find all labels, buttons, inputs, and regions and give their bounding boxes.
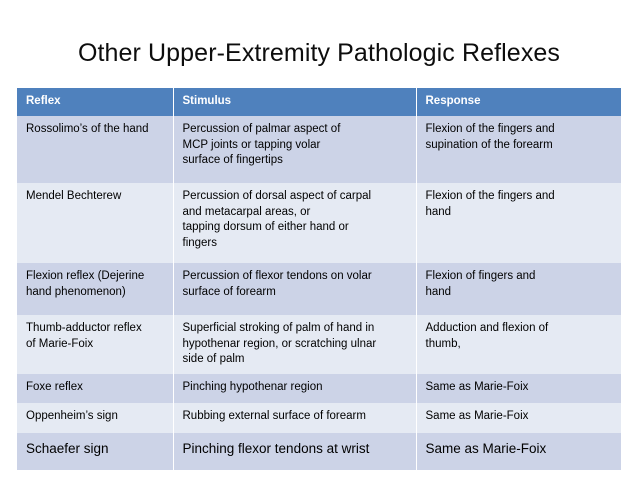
stimulus-text: Percussion of palmar aspect of MCP joint… xyxy=(182,123,341,166)
response-text: Adduction and flexion of thumb, xyxy=(425,322,549,350)
table-row: Schaefer sign Pinching flexor tendons at… xyxy=(17,432,621,470)
reflex-text: Thumb-adductor reflex of Marie-Foix xyxy=(26,322,142,350)
table-row: Rossolimo’s of the hand Percussion of pa… xyxy=(17,116,621,183)
stimulus-text: Pinching hypothenar region xyxy=(182,380,323,393)
table-body: Rossolimo’s of the hand Percussion of pa… xyxy=(17,116,621,470)
table-header-row: Reflex Stimulus Response xyxy=(17,88,621,116)
response-text: Flexion of the fingers and supination of… xyxy=(425,123,555,151)
response-text: Same as Marie-Foix xyxy=(425,409,529,422)
cell-stimulus: Superficial stroking of palm of hand in … xyxy=(173,315,417,374)
reflex-text: Mendel Bechterew xyxy=(26,190,122,202)
response-text: Same as Marie-Foix xyxy=(425,440,547,456)
cell-stimulus: Percussion of palmar aspect of MCP joint… xyxy=(173,116,417,183)
cell-reflex: Rossolimo’s of the hand xyxy=(17,116,174,183)
response-text: Same as Marie-Foix xyxy=(425,380,529,393)
table-row: Mendel Bechterew Percussion of dorsal as… xyxy=(17,183,621,263)
column-header-response: Response xyxy=(416,88,621,116)
cell-reflex: Schaefer sign xyxy=(17,432,174,470)
cell-reflex: Foxe reflex xyxy=(17,373,174,403)
cell-stimulus: Pinching hypothenar region xyxy=(173,373,417,403)
reflex-text: Rossolimo’s of the hand xyxy=(26,123,149,135)
cell-stimulus: Percussion of flexor tendons on volar su… xyxy=(173,263,417,315)
column-header-reflex: Reflex xyxy=(17,88,174,116)
reflex-text: Oppenheim’s sign xyxy=(26,409,118,422)
cell-reflex: Oppenheim’s sign xyxy=(17,402,174,433)
cell-response: Adduction and flexion of thumb, xyxy=(416,315,621,374)
table-row: Flexion reflex (Dejerine hand phenomenon… xyxy=(17,263,621,315)
response-text: Flexion of the fingers and hand xyxy=(425,190,555,218)
cell-response: Flexion of the fingers and hand xyxy=(416,183,621,263)
table-header: Reflex Stimulus Response xyxy=(17,88,621,116)
response-text: Flexion of fingers and hand xyxy=(425,270,536,298)
cell-response: Same as Marie-Foix xyxy=(416,432,621,470)
cell-stimulus: Pinching flexor tendons at wrist xyxy=(173,432,417,470)
reflex-text: Flexion reflex (Dejerine hand phenomenon… xyxy=(26,270,145,298)
cell-stimulus: Rubbing external surface of forearm xyxy=(173,402,417,433)
column-header-stimulus: Stimulus xyxy=(173,88,417,116)
cell-stimulus: Percussion of dorsal aspect of carpal an… xyxy=(173,183,417,263)
reflex-text: Foxe reflex xyxy=(26,380,83,393)
cell-reflex: Flexion reflex (Dejerine hand phenomenon… xyxy=(17,263,174,315)
stimulus-text: Superficial stroking of palm of hand in … xyxy=(182,322,377,365)
cell-response: Same as Marie-Foix xyxy=(416,402,621,433)
table-row: Thumb-adductor reflex of Marie-Foix Supe… xyxy=(17,315,621,374)
cell-response: Same as Marie-Foix xyxy=(416,373,621,403)
stimulus-text: Pinching flexor tendons at wrist xyxy=(182,440,370,456)
cell-response: Flexion of the fingers and supination of… xyxy=(416,116,621,183)
reflex-text: Schaefer sign xyxy=(26,440,109,456)
cell-reflex: Mendel Bechterew xyxy=(17,183,174,263)
pathologic-reflexes-table: Reflex Stimulus Response Rossolimo’s of … xyxy=(17,88,621,470)
cell-reflex: Thumb-adductor reflex of Marie-Foix xyxy=(17,315,174,374)
table-row: Foxe reflex Pinching hypothenar region S… xyxy=(17,373,621,403)
cell-response: Flexion of fingers and hand xyxy=(416,263,621,315)
stimulus-text: Rubbing external surface of forearm xyxy=(182,409,366,422)
stimulus-text: Percussion of flexor tendons on volar su… xyxy=(182,270,372,298)
stimulus-text: Percussion of dorsal aspect of carpal an… xyxy=(182,190,372,249)
page-title: Other Upper-Extremity Pathologic Reflexe… xyxy=(77,39,561,67)
table-row: Oppenheim’s sign Rubbing external surfac… xyxy=(17,402,621,433)
